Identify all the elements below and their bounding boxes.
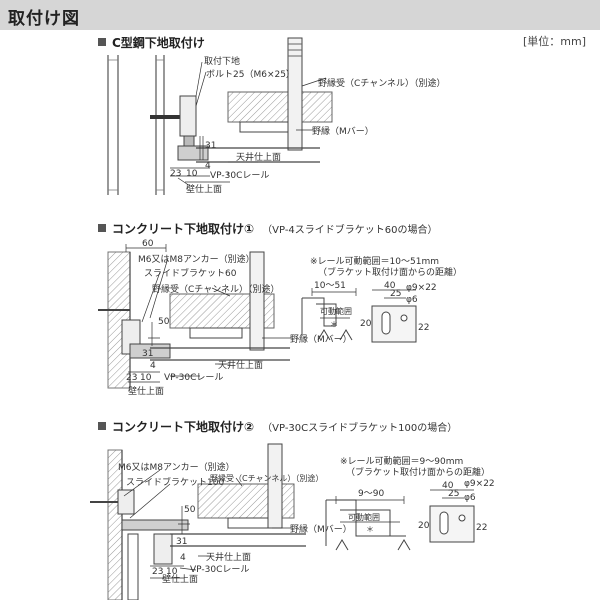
section3-note: （VP-30Cスライドブラケット100の場合） <box>262 423 458 434</box>
s2-rail-label: VP-30Cレール <box>164 373 223 383</box>
bracket-plate <box>371 305 417 343</box>
section2-title: コンクリート下地取付け① <box>112 222 255 236</box>
s2-range-note1: ※レール可動範囲＝10～51mm <box>310 255 439 267</box>
s3-hole: φ6 <box>464 493 476 503</box>
s3-dim-31: 31 <box>176 537 187 547</box>
bolt <box>150 115 190 119</box>
section1-drawing <box>107 37 333 195</box>
s3-asterisk: ＊ <box>366 525 374 534</box>
s2-w40: 40 <box>384 281 396 291</box>
s3-mbar-label: 野縁（Mバー） <box>290 523 352 535</box>
s1-dim-4: 4 <box>205 161 211 171</box>
s1-mbar-label: 野縁（Mバー） <box>312 125 374 137</box>
mounting-bracket <box>179 95 197 137</box>
s3-w40: 40 <box>442 481 454 491</box>
section1-title-row: C型鋼下地取付け <box>98 34 205 51</box>
s3-rail-label: VP-30Cレール <box>190 565 249 575</box>
s2-channel-label: 野縁受（Cチャンネル）（別途） <box>152 283 280 295</box>
s3-movable-label: 可動範囲 <box>348 512 380 522</box>
section3-range-detail <box>325 489 475 551</box>
s3-range-note1: ※レール可動範囲＝9～90mm <box>340 455 463 467</box>
s3-ceiling-label: 天井仕上面 <box>206 551 251 563</box>
s2-asterisk: ＊ <box>330 320 338 329</box>
hanger-bolt <box>267 443 283 529</box>
section2-range-detail <box>301 288 417 343</box>
s2-movable-label: 可動範囲 <box>320 306 352 316</box>
s3-channel-label: 野縁受（Cチャンネル）（別途） <box>210 473 323 483</box>
ceiling-line <box>170 533 306 547</box>
s2-dim-50: 50 <box>158 317 170 327</box>
page-title: 取付け図 <box>8 9 80 29</box>
s3-slide-label: スライドブラケット100 <box>126 476 224 488</box>
m-bar <box>227 517 269 529</box>
s3-w25: 25 <box>448 489 459 499</box>
section2-note: （VP-4スライドブラケット60の場合） <box>262 225 438 236</box>
s2-dim-23: 23 <box>126 373 137 383</box>
s3-h22: 22 <box>476 523 487 533</box>
s2-mbar-label: 野縁（Mバー） <box>290 333 352 345</box>
header-bar: 取付け図 <box>0 0 600 30</box>
rail <box>177 145 209 161</box>
section3-title-row: コンクリート下地取付け② （VP-30Cスライドブラケット100の場合） <box>98 418 457 435</box>
s2-dim-4: 4 <box>150 361 156 371</box>
section1-title: C型鋼下地取付け <box>112 36 205 50</box>
hanger-bolt <box>287 37 303 151</box>
slot-hole <box>381 311 391 335</box>
s2-dim-60: 60 <box>142 239 154 249</box>
s2-ceiling-label: 天井仕上面 <box>218 359 263 371</box>
s1-channel-label: 野縁受（Cチャンネル）（別途） <box>318 77 446 89</box>
slide-bracket-100 <box>121 519 189 531</box>
ceiling-line <box>150 347 290 361</box>
s2-wall-label: 壁仕上面 <box>128 385 164 397</box>
s3-range-note2: （ブラケット取付け面からの距離） <box>346 466 490 478</box>
s2-h22: 22 <box>418 323 429 333</box>
s3-dim-23: 23 <box>152 567 163 577</box>
s1-bolt-label: ボルト25（M6×25） <box>206 69 295 80</box>
section2-drawing <box>98 244 292 389</box>
bullet-square-icon <box>98 422 106 430</box>
s1-wall-label: 壁仕上面 <box>186 183 222 195</box>
c-channel <box>227 91 333 123</box>
s2-anchor-label: M6又はM8アンカー（別途） <box>138 253 255 265</box>
s3-dim-4: 4 <box>180 553 186 563</box>
s2-hole: φ6 <box>406 295 418 305</box>
section3-drawing <box>90 443 306 600</box>
s3-h20: 20 <box>418 521 430 531</box>
s2-span: 10～51 <box>314 281 346 291</box>
section3-title: コンクリート下地取付け② <box>112 420 255 434</box>
s3-dim-50: 50 <box>184 505 196 515</box>
section2-title-row: コンクリート下地取付け① （VP-4スライドブラケット60の場合） <box>98 220 438 237</box>
unit-label: [単位：mm] <box>522 35 586 48</box>
m-bar <box>189 327 243 339</box>
s2-w25: 25 <box>390 289 401 299</box>
s2-slide-label: スライドブラケット60 <box>144 267 237 279</box>
s2-range-note2: （ブラケット取付け面からの距離） <box>318 266 462 278</box>
s1-dim-23: 23 <box>170 169 181 179</box>
c-steel <box>107 55 165 195</box>
s3-wall-label: 壁仕上面 <box>162 573 198 585</box>
s1-dim-10: 10 <box>186 169 198 179</box>
s2-slot: φ9×22 <box>406 283 437 293</box>
s2-h20: 20 <box>360 319 372 329</box>
s3-slot: φ9×22 <box>464 479 495 489</box>
s1-ceiling-label: 天井仕上面 <box>236 151 281 163</box>
s3-span: 9～90 <box>358 489 384 499</box>
hanger-bolt <box>249 251 265 351</box>
slot-hole <box>439 511 449 535</box>
s1-dim-31: 31 <box>205 141 216 151</box>
bullet-square-icon <box>98 224 106 232</box>
s1-rail-label: VP-30Cレール <box>210 171 269 181</box>
s3-anchor-label: M6又はM8アンカー（別途） <box>118 461 235 473</box>
s1-bracket-label: 取付下地 <box>204 55 240 67</box>
s3-dim-10: 10 <box>166 567 178 577</box>
bullet-square-icon <box>98 38 106 46</box>
bracket-plate <box>429 505 475 543</box>
s2-dim-10: 10 <box>140 373 152 383</box>
s2-dim-31: 31 <box>142 349 153 359</box>
anchor-block <box>117 489 135 515</box>
